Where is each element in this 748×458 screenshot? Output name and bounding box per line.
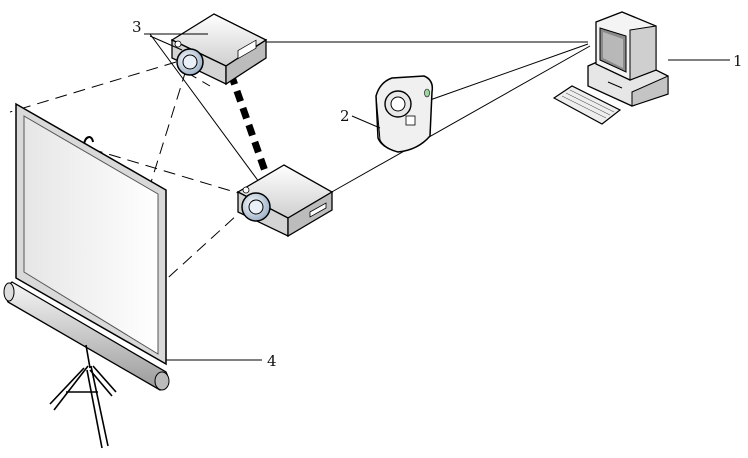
projector-top: [172, 14, 266, 84]
projector-bottom: [238, 165, 332, 236]
leader-camera: [352, 116, 380, 128]
label-projectors: 3: [132, 18, 142, 36]
beam-top-1: [10, 62, 176, 112]
projection-screen: [4, 104, 169, 448]
projector-sync-link: [231, 74, 266, 174]
tripod: [50, 345, 116, 448]
cable-computer-projector-bottom: [330, 46, 590, 193]
label-camera: 2: [340, 107, 350, 125]
camera: [376, 76, 432, 152]
label-screen: 4: [267, 352, 277, 370]
beam-bottom-2: [160, 205, 248, 285]
screen-roll-cap: [155, 372, 169, 390]
label-computer: 1: [733, 52, 743, 70]
beam-top-2: [148, 70, 186, 192]
screen-roll-cap-left: [4, 283, 14, 301]
computer: [554, 12, 668, 124]
